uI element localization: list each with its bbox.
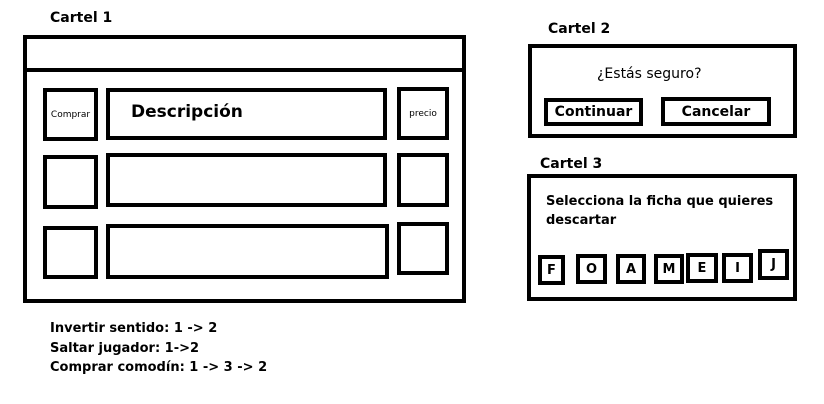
tile-letter: A: [625, 261, 637, 277]
cartel-2-dialog: [528, 44, 797, 138]
tile-letter: M: [662, 261, 676, 277]
buy-button[interactable]: Comprar: [43, 88, 98, 141]
cartel-1-title: Cartel 1: [50, 10, 113, 26]
cartel-3-title: Cartel 3: [540, 156, 603, 172]
tile-letter: O: [585, 261, 598, 277]
discard-prompt-line-2: descartar: [546, 213, 617, 228]
price-label: precio: [409, 108, 437, 119]
tile-button[interactable]: A: [616, 254, 646, 284]
tile-button[interactable]: J: [758, 249, 789, 280]
price-field: [397, 222, 449, 275]
cartel-2-title: Cartel 2: [548, 21, 611, 37]
buy-button-label: Comprar: [50, 109, 91, 120]
tile-button[interactable]: O: [576, 254, 607, 284]
tile-button[interactable]: M: [654, 254, 684, 284]
note-line: Comprar comodín: 1 -> 3 -> 2: [50, 360, 268, 375]
cartel-1-header-bar: [23, 35, 466, 72]
tile-letter: F: [547, 262, 556, 278]
buy-button[interactable]: [43, 155, 98, 209]
tile-letter: I: [735, 260, 740, 276]
tile-button[interactable]: I: [722, 253, 753, 283]
description-field: Descripción: [106, 88, 387, 140]
cartel-3-dialog: [527, 174, 797, 301]
tile-button[interactable]: E: [686, 253, 718, 283]
description-label: Descripción: [131, 102, 243, 122]
price-field: precio: [397, 87, 449, 140]
cancel-button[interactable]: Cancelar: [661, 97, 771, 126]
confirm-question: ¿Estás seguro?: [597, 66, 702, 82]
note-line: Saltar jugador: 1->2: [50, 340, 200, 356]
description-field: [106, 153, 387, 207]
continue-button[interactable]: Continuar: [544, 98, 643, 126]
discard-prompt-line-1: Selecciona la ficha que quieres: [546, 194, 774, 209]
price-field: [397, 153, 449, 207]
description-field: [106, 224, 389, 279]
tile-letter: E: [697, 260, 707, 276]
notes: Invertir sentido: 1 -> 2 Saltar jugador:…: [50, 319, 267, 378]
buy-button[interactable]: [43, 226, 98, 279]
note-line: Invertir sentido: 1 -> 2: [50, 321, 218, 336]
tile-letter: J: [771, 257, 776, 272]
tile-button[interactable]: F: [538, 255, 565, 285]
